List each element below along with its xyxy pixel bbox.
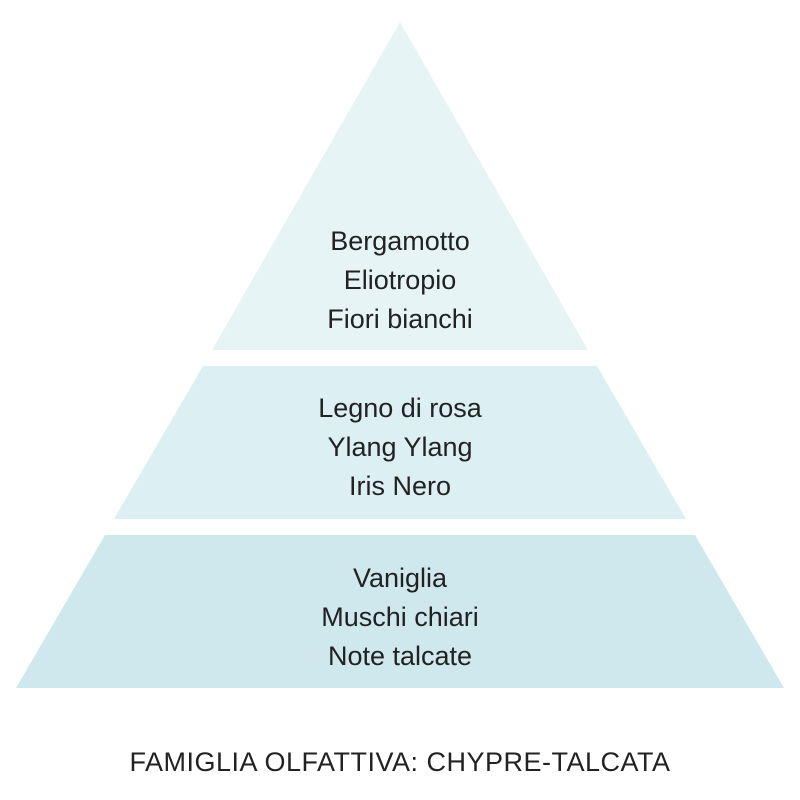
note-item: Note talcate — [327, 641, 473, 671]
note-item: Iris Nero — [348, 471, 451, 501]
olfactory-family-label: FAMIGLIA OLFATTIVA: CHYPRE-TALCATA — [129, 747, 671, 777]
note-item: Legno di rosa — [318, 393, 482, 423]
tier-base-shape — [16, 535, 784, 688]
note-item: Muschi chiari — [321, 602, 479, 632]
note-item: Vaniglia — [352, 563, 448, 593]
tier-top-notes: Bergamotto Eliotropio Fiori bianchi — [0, 222, 800, 339]
tier-middle-shape — [114, 366, 686, 519]
tier-top-shape — [212, 22, 588, 350]
note-item: Ylang Ylang — [327, 432, 473, 462]
note-item: Fiori bianchi — [327, 304, 473, 334]
note-item: Eliotropio — [343, 265, 457, 295]
tier-middle-notes: Legno di rosa Ylang Ylang Iris Nero — [0, 389, 800, 506]
note-item: Bergamotto — [330, 226, 470, 256]
tier-base-notes: Vaniglia Muschi chiari Note talcate — [0, 559, 800, 676]
